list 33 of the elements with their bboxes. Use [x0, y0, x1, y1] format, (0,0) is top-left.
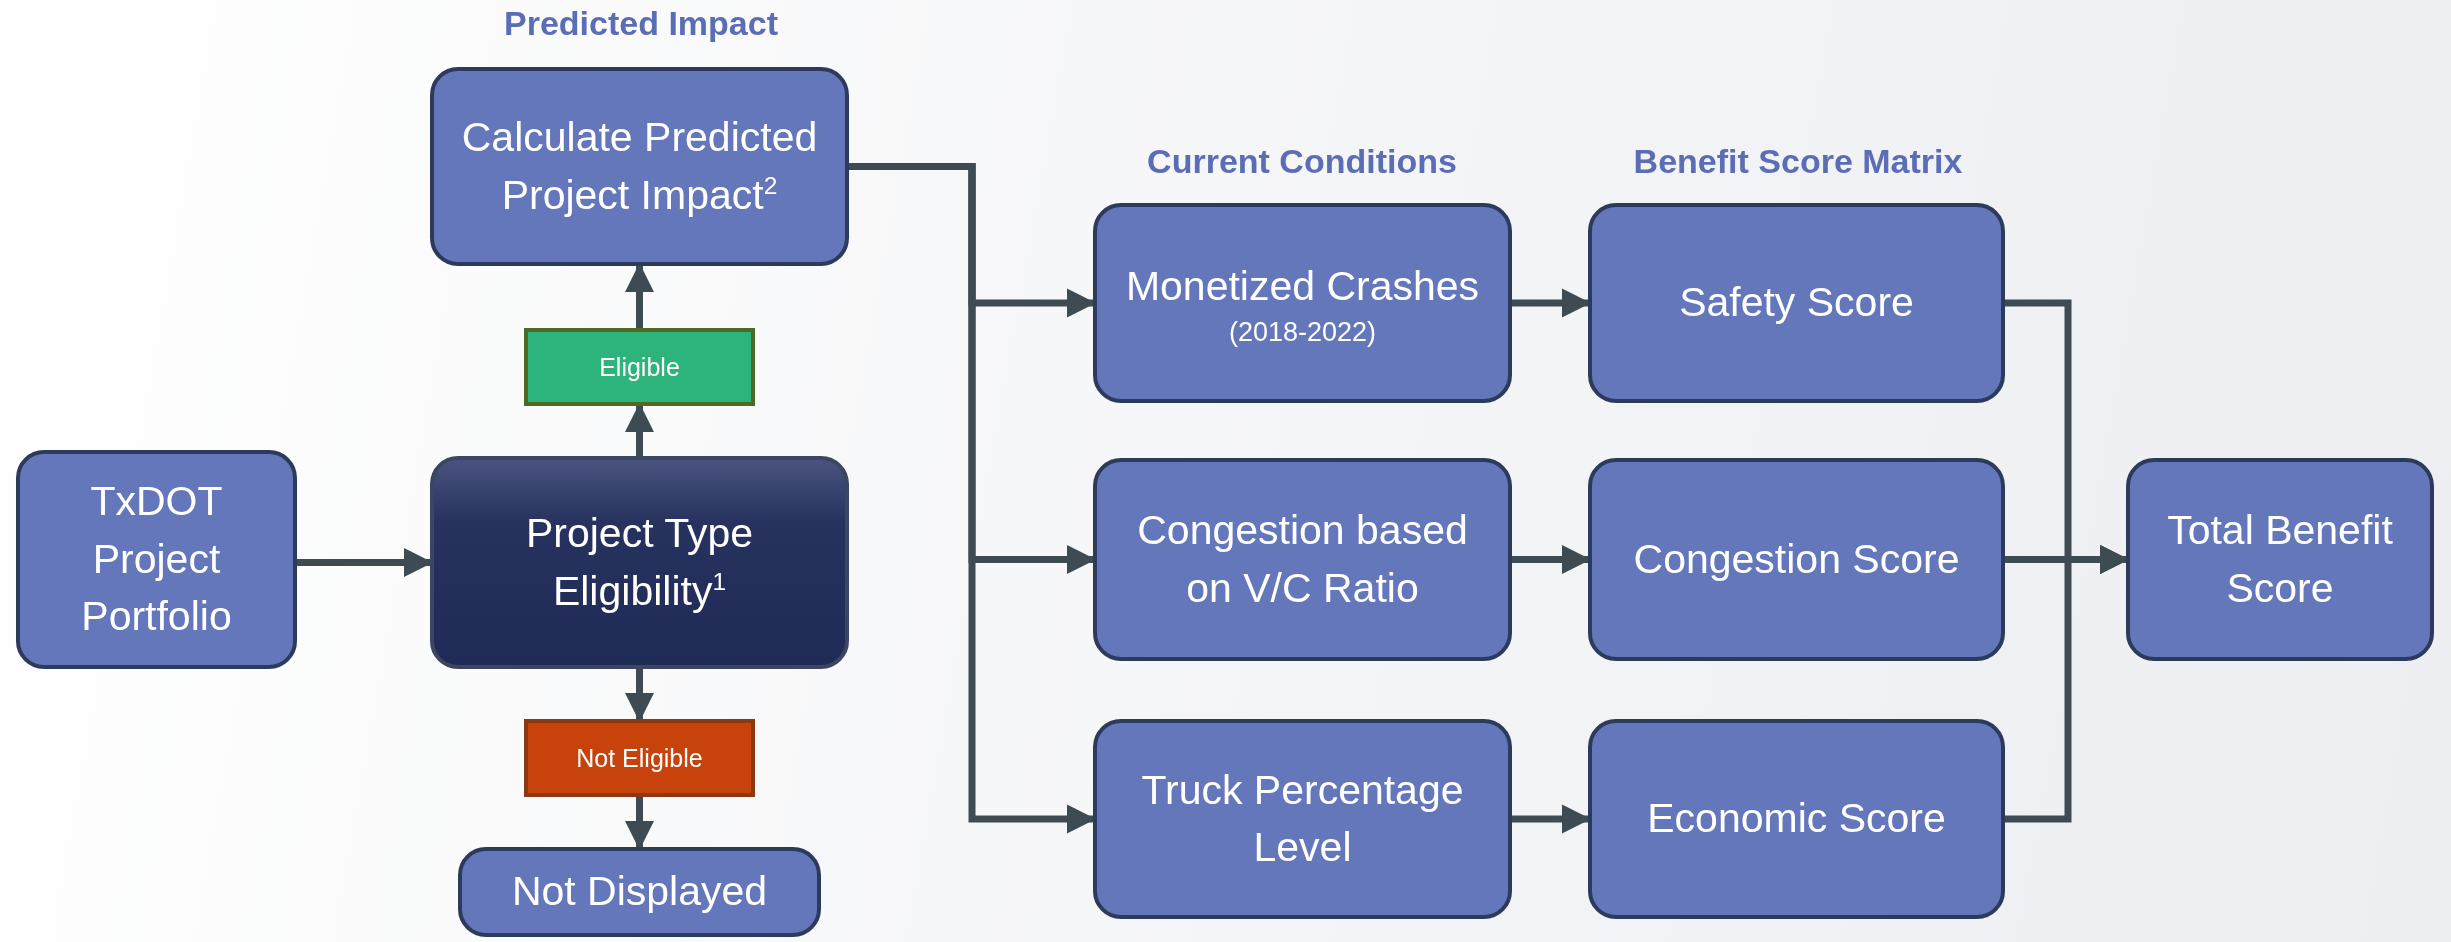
arrow	[624, 797, 655, 850]
process-box	[1093, 719, 1512, 919]
node-label: Total Benefit Score	[2166, 506, 2394, 613]
process-box	[430, 67, 849, 266]
process-box	[1588, 203, 2005, 403]
status-box	[524, 328, 755, 406]
date-range-text: (2018-2022)	[1228, 315, 1377, 348]
arrow	[624, 263, 655, 328]
process-box	[1093, 458, 1512, 661]
node-label: Economic Score	[1647, 794, 1946, 844]
node-label: Eligible	[599, 351, 680, 383]
process-box	[1588, 458, 2005, 661]
node-label: Congestion Score	[1633, 534, 1960, 584]
decision-box	[430, 456, 849, 669]
node-label: Calculate Predicted Project Impact$^{2}$	[460, 113, 819, 220]
node-label: Congestion based on V/C Ratio	[1136, 506, 1469, 613]
node-label: Project Type Eligibility$^{1}$	[524, 509, 755, 616]
column-heading: Benefit Score Matrix	[1633, 142, 1963, 181]
process-box	[458, 847, 821, 937]
node-label: Not Eligible	[576, 742, 703, 774]
node-label: Not Displayed	[511, 867, 768, 917]
column-heading: Current Conditions	[1147, 142, 1457, 181]
node-label: Truck Percentage Level	[1140, 765, 1465, 872]
node-label: TxDOT Project Portfolio	[80, 477, 233, 642]
process-box	[1093, 203, 1512, 403]
process-box	[2126, 458, 2434, 661]
arrow	[624, 669, 655, 722]
column-heading: Predicted Impact	[504, 4, 778, 43]
status-box	[524, 719, 755, 797]
node-label: Safety Score	[1679, 278, 1914, 328]
node-label: Monetized Crashes	[1125, 262, 1480, 312]
process-box	[16, 450, 297, 669]
process-box	[1588, 719, 2005, 919]
